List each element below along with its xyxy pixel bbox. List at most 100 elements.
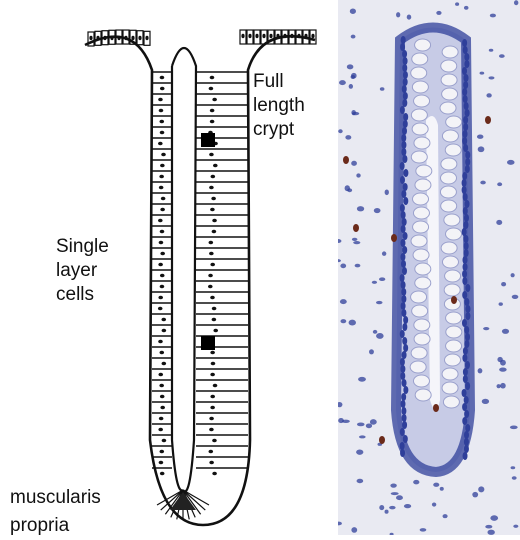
epithelial-nucleus bbox=[400, 106, 405, 114]
goblet-cell bbox=[440, 172, 456, 184]
stroma-nucleus bbox=[477, 135, 483, 139]
cell-nucleus bbox=[213, 384, 218, 388]
epithelial-nucleus bbox=[402, 64, 407, 72]
cell-nucleus bbox=[160, 406, 165, 410]
epithelial-nucleus bbox=[464, 74, 469, 82]
goblet-cell bbox=[411, 109, 427, 121]
dark-cell bbox=[201, 133, 215, 147]
stroma-nucleus bbox=[464, 6, 469, 10]
cell-nucleus bbox=[208, 285, 213, 289]
stroma-nucleus bbox=[366, 423, 372, 428]
cell-nucleus bbox=[160, 395, 165, 399]
epithelial-nucleus bbox=[462, 137, 467, 145]
stroma-nucleus bbox=[356, 449, 363, 454]
epithelial-nucleus bbox=[465, 333, 470, 341]
cell-nucleus bbox=[160, 87, 165, 91]
cell-nucleus bbox=[209, 461, 214, 465]
epithelial-nucleus bbox=[463, 207, 468, 215]
epithelial-nucleus bbox=[464, 396, 469, 404]
stained-cell bbox=[353, 224, 359, 232]
stroma-nucleus bbox=[440, 487, 444, 491]
rim-nucleus bbox=[311, 34, 314, 38]
goblet-cell bbox=[415, 263, 431, 275]
cell-nucleus bbox=[211, 175, 216, 179]
epithelial-nucleus bbox=[400, 239, 405, 247]
cell-nucleus bbox=[159, 461, 164, 465]
goblet-cell bbox=[441, 200, 457, 212]
cell-nucleus bbox=[210, 263, 215, 267]
epithelial-nucleus bbox=[462, 179, 467, 187]
epithelial-nucleus bbox=[403, 71, 408, 79]
goblet-cell bbox=[411, 347, 427, 359]
cell-nucleus bbox=[159, 186, 164, 190]
epithelial-nucleus bbox=[462, 403, 467, 411]
epithelial-nucleus bbox=[401, 295, 406, 303]
epithelial-nucleus bbox=[463, 123, 468, 131]
rim-nucleus bbox=[255, 34, 258, 38]
epithelial-nucleus bbox=[403, 92, 408, 100]
cell-nucleus bbox=[210, 208, 215, 212]
rim-nucleus bbox=[269, 34, 272, 38]
stroma-nucleus bbox=[385, 189, 389, 195]
stroma-nucleus bbox=[349, 84, 353, 89]
cell-nucleus bbox=[158, 263, 163, 267]
epithelial-nucleus bbox=[402, 85, 407, 93]
epithelial-nucleus bbox=[400, 330, 405, 338]
goblet-cell bbox=[441, 74, 457, 86]
goblet-cell bbox=[445, 144, 461, 156]
stroma-nucleus bbox=[389, 506, 395, 509]
epithelial-nucleus bbox=[463, 347, 468, 355]
epithelial-nucleus bbox=[402, 414, 407, 422]
goblet-cell bbox=[442, 382, 458, 394]
epithelial-nucleus bbox=[464, 298, 469, 306]
cell-nucleus bbox=[208, 450, 213, 454]
epithelial-nucleus bbox=[465, 382, 470, 390]
stroma-nucleus bbox=[511, 273, 515, 277]
epithelial-nucleus bbox=[402, 351, 407, 359]
epithelial-nucleus bbox=[462, 186, 467, 194]
epithelial-nucleus bbox=[463, 95, 468, 103]
stroma-nucleus bbox=[396, 495, 403, 500]
stroma-nucleus bbox=[510, 425, 518, 429]
stroma-nucleus bbox=[407, 14, 412, 19]
crypt-base-cells bbox=[157, 490, 209, 520]
stroma-nucleus bbox=[338, 129, 342, 133]
goblet-cell bbox=[414, 95, 430, 107]
stroma-nucleus bbox=[478, 486, 484, 492]
epithelial-nucleus bbox=[403, 197, 408, 205]
epithelial-nucleus bbox=[464, 249, 469, 257]
epithelial-nucleus bbox=[403, 316, 408, 324]
stroma-nucleus bbox=[376, 333, 384, 339]
cell-nucleus bbox=[211, 197, 216, 201]
cell-nucleus bbox=[208, 274, 213, 278]
stroma-nucleus bbox=[502, 329, 509, 334]
goblet-cell bbox=[411, 67, 427, 79]
epithelial-nucleus bbox=[463, 452, 468, 460]
cell-nucleus bbox=[209, 417, 214, 421]
epithelial-nucleus bbox=[463, 46, 468, 54]
cell-nucleus bbox=[212, 230, 217, 234]
epithelial-nucleus bbox=[401, 134, 406, 142]
epithelial-nucleus bbox=[462, 270, 467, 278]
goblet-cell bbox=[442, 46, 458, 58]
epithelial-nucleus bbox=[402, 50, 407, 58]
epithelial-nucleus bbox=[465, 312, 470, 320]
label-single-layer-cells: Single layer cells bbox=[56, 235, 109, 307]
stained-cell bbox=[379, 436, 385, 444]
stroma-nucleus bbox=[357, 479, 364, 483]
goblet-cell bbox=[445, 270, 461, 282]
stroma-nucleus bbox=[345, 135, 351, 140]
cell-nucleus bbox=[158, 296, 163, 300]
cell-nucleus bbox=[212, 98, 217, 102]
stroma-nucleus bbox=[339, 80, 346, 85]
epithelial-nucleus bbox=[463, 375, 468, 383]
stroma-nucleus bbox=[391, 492, 399, 495]
cell-nucleus bbox=[162, 362, 167, 366]
epithelial-nucleus bbox=[401, 225, 406, 233]
cell-nucleus bbox=[159, 450, 164, 454]
cell-nucleus bbox=[160, 472, 165, 476]
stroma-nucleus bbox=[379, 277, 385, 281]
stroma-nucleus bbox=[482, 399, 489, 404]
epithelial-nucleus bbox=[401, 148, 406, 156]
